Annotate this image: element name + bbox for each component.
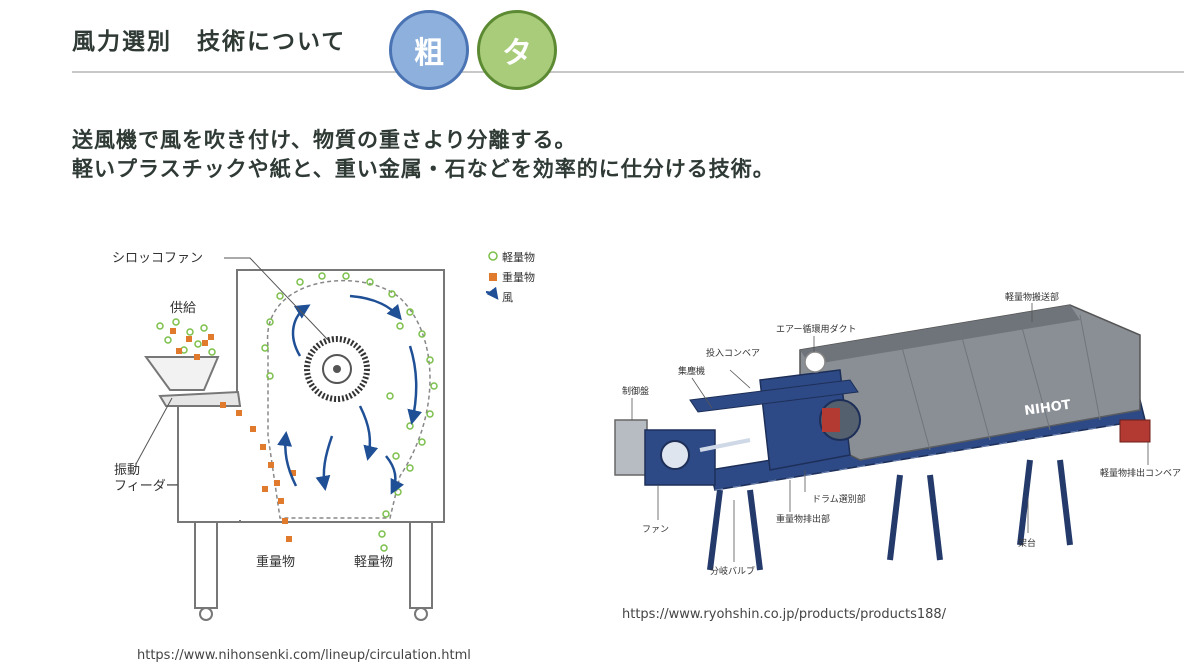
brand-mark: NIHOT — [1023, 398, 1071, 419]
industrial-separator-illustration: NIHOT 軽量物搬送部 エアー循環用ダクト 投入コンベア 集塵機 制御盤 — [614, 291, 1181, 577]
label-fan: ファン — [642, 525, 669, 535]
legend-light: 軽量物 — [502, 250, 535, 264]
light-out-label: 軽量物 — [354, 555, 393, 570]
label-control-panel: 制御盤 — [622, 385, 649, 397]
wind-separator-diagram: シロッコファン 供給 振動 フィーダー 重量物 軽量物 軽量物 重量物 風 — [112, 250, 535, 621]
heavy-out-label: 重量物 — [256, 554, 295, 570]
feeder-label-1: 振動 — [114, 463, 140, 478]
feeder-label-2: フィーダー — [114, 479, 179, 494]
input-conveyor — [689, 379, 859, 413]
label-light-discharge: 軽量物排出コンベア — [1100, 467, 1181, 479]
left-source-link[interactable]: https://www.nihonsenki.com/lineup/circul… — [137, 648, 471, 663]
label-light-conveyor: 軽量物搬送部 — [1005, 291, 1059, 303]
slide-title: 風力選別 技術について — [72, 29, 347, 55]
light-particle-stream — [156, 272, 438, 552]
description-line-2: 軽いプラスチックや紙と、重い金属・石などを効率的に仕分ける技術。 — [72, 157, 775, 181]
air-duct — [804, 351, 826, 373]
wind-arrows — [277, 294, 423, 495]
leader-lines — [135, 257, 329, 465]
label-input-conveyor: 投入コンベア — [706, 347, 760, 359]
legend-heavy: 重量物 — [502, 270, 535, 284]
label-air-duct: エアー循環用ダクト — [776, 323, 856, 335]
legend-wind: 風 — [502, 291, 513, 304]
separation-chamber — [267, 279, 431, 519]
label-dust-collector: 集塵機 — [678, 365, 705, 377]
supply-label: 供給 — [170, 301, 196, 316]
hopper — [144, 356, 242, 407]
machine-frame — [707, 459, 1073, 571]
label-valve: 分岐バルブ — [710, 565, 755, 577]
legend: 軽量物 重量物 風 — [485, 250, 535, 304]
right-source-link[interactable]: https://www.ryohshin.co.jp/products/prod… — [622, 607, 947, 622]
header-divider — [72, 71, 1184, 73]
fan-label: シロッコファン — [112, 251, 203, 266]
label-heavy-discharge: 重量物排出部 — [776, 513, 830, 525]
light-discharge-conveyor — [1119, 419, 1151, 443]
coarse-badge: 粗 — [389, 10, 469, 90]
upper-housing — [799, 304, 1141, 461]
fan-unit — [644, 429, 751, 486]
label-drum: ドラム選別部 — [812, 493, 866, 505]
machine-legs — [194, 521, 433, 621]
callout-lines — [631, 303, 1149, 562]
brand-label: NIHOT — [1023, 398, 1071, 419]
control-panel — [614, 419, 648, 476]
ta-badge: タ — [477, 10, 557, 90]
label-frame: 架台 — [1018, 537, 1036, 549]
machine-body — [177, 269, 445, 523]
sirocco-fan — [304, 336, 370, 402]
description-line-1: 送風機で風を吹き付け、物質の重さより分離する。 — [72, 128, 577, 152]
heavy-particle-stream — [170, 328, 296, 542]
